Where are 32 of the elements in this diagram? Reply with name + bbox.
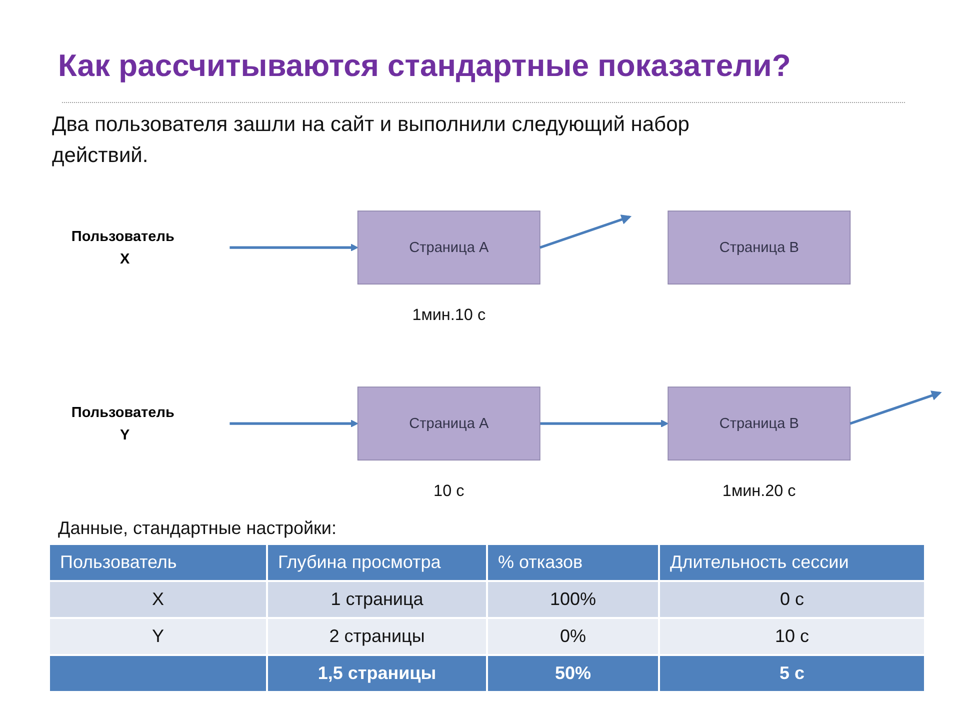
page-box: Страница В: [668, 210, 851, 285]
arrow: [230, 244, 358, 252]
table-cell: Y: [50, 619, 266, 654]
table-cell: 1 страница: [268, 582, 486, 617]
table-cell: 10 с: [660, 619, 924, 654]
duration-label: 10 с: [434, 482, 464, 500]
total-cell: 1,5 страницы: [268, 656, 486, 691]
duration-label: 1мин.20 с: [722, 482, 796, 500]
title: Как рассчитываются стандартные показатели?: [58, 48, 791, 84]
page-box: Страница В: [668, 386, 851, 461]
column-header: % отказов: [488, 545, 658, 580]
column-header: Глубина просмотра: [268, 545, 486, 580]
page-box: Страница А: [357, 386, 540, 461]
arrow: [230, 420, 358, 428]
user-label: Пользователь X: [71, 226, 178, 270]
subtitle: Два пользователя зашли на сайт и выполнили следующий набор действий.: [52, 112, 690, 169]
arrow: [850, 390, 942, 425]
table-cell: 2 страницы: [268, 619, 486, 654]
page-box: Страница А: [357, 210, 540, 285]
table-cell: X: [50, 582, 266, 617]
total-cell: 5 с: [660, 656, 924, 691]
column-header: Пользователь: [50, 545, 266, 580]
duration-label: 1мин.10 с: [412, 306, 486, 324]
column-header: Длительность сессии: [660, 545, 924, 580]
table-cell: 0 с: [660, 582, 924, 617]
user-label: Пользователь Y: [71, 402, 178, 446]
total-cell: 50%: [488, 656, 658, 691]
table-cell: 100%: [488, 582, 658, 617]
arrow: [540, 420, 668, 428]
arrow: [540, 214, 632, 249]
table-caption: Данные, стандартные настройки:: [58, 518, 336, 539]
table-cell: 0%: [488, 619, 658, 654]
